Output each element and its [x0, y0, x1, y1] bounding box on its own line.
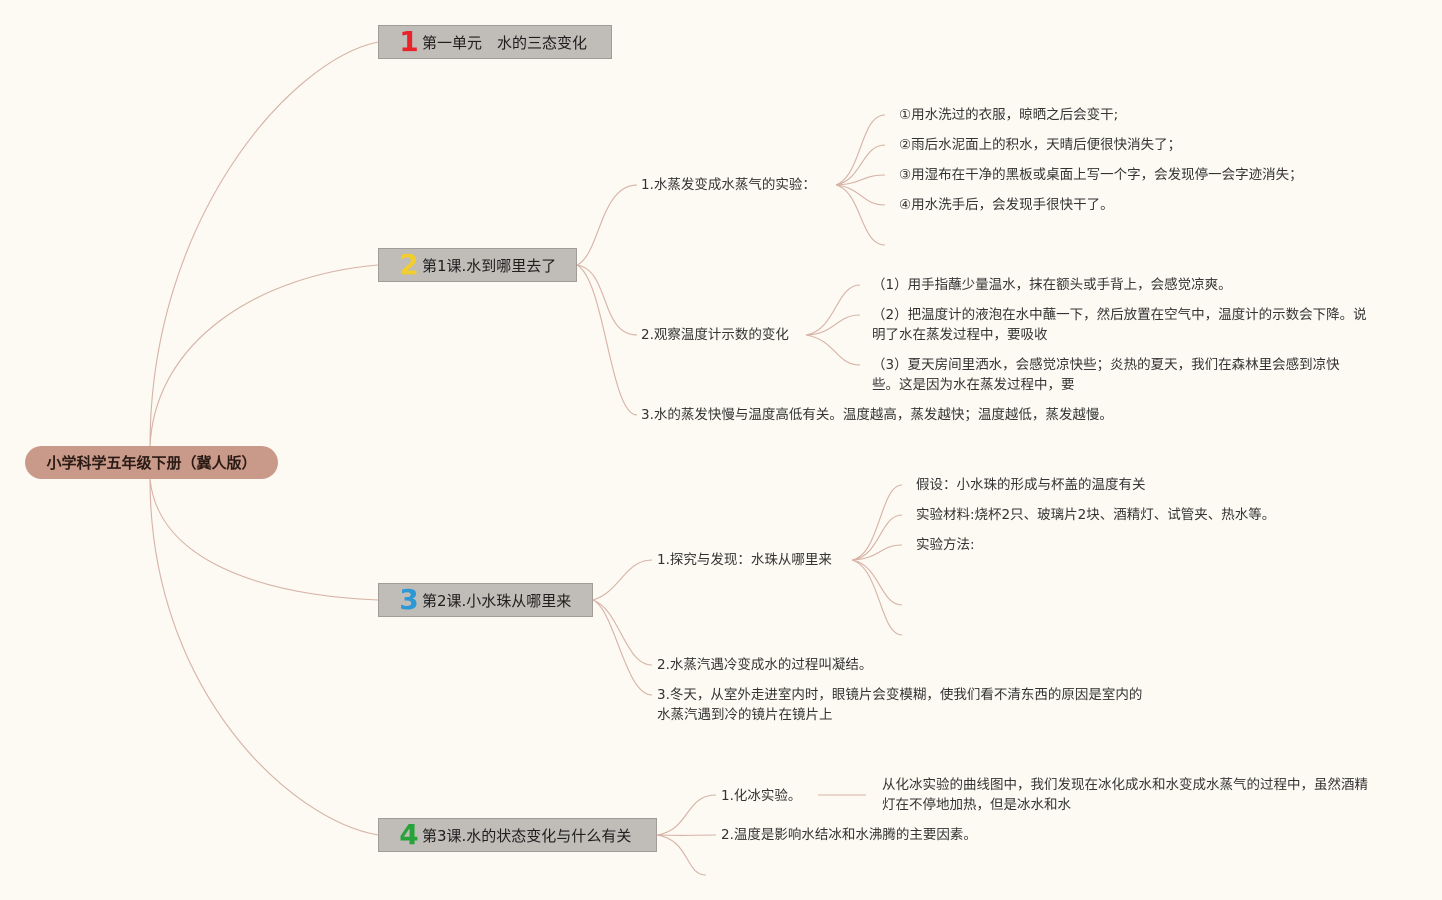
unit-node-3[interactable]: 3 第2课.小水珠从哪里来: [378, 583, 593, 617]
lesson2-topic-1-item[interactable]: 实验材料:烧杯2只、玻璃片2块、酒精灯、试管夹、热水等。: [916, 507, 1276, 523]
lesson1-topic-1-item[interactable]: ①用水洗过的衣服，晾晒之后会变干;: [899, 107, 1119, 123]
unit-label: 第一单元 水的三态变化: [422, 33, 588, 52]
number-4-icon: 4: [399, 818, 419, 851]
lesson3-topic-2[interactable]: 2.温度是影响水结冰和水沸腾的主要因素。: [721, 827, 977, 843]
lesson1-topic-2-item[interactable]: （2）把温度计的液泡在水中蘸一下，然后放置在空气中，温度计的示数会下降。说明了水…: [872, 307, 1367, 343]
lesson1-topic-3[interactable]: 3.水的蒸发快慢与温度高低有关。温度越高，蒸发越快；温度越低，蒸发越慢。: [641, 407, 1113, 423]
lesson2-topic-3[interactable]: 3.冬天，从室外走进室内时，眼镜片会变模糊，使我们看不清东西的原因是室内的水蒸汽…: [657, 687, 1143, 723]
lesson1-topic-2-item[interactable]: （1）用手指蘸少量温水，抹在额头或手背上，会感觉凉爽。: [872, 277, 1232, 293]
unit-node-4[interactable]: 4 第3课.水的状态变化与什么有关: [378, 818, 657, 852]
lesson1-topic-1[interactable]: 1.水蒸发变成水蒸气的实验：: [641, 177, 816, 193]
lesson3-topic-1-detail[interactable]: 从化冰实验的曲线图中，我们发现在冰化成水和水变成水蒸气的过程中，虽然酒精灯在不停…: [882, 777, 1368, 813]
unit-label: 第1课.水到哪里去了: [422, 256, 557, 275]
unit-label: 第3课.水的状态变化与什么有关: [422, 826, 632, 845]
lesson3-topic-1[interactable]: 1.化冰实验。: [721, 788, 802, 804]
lesson2-topic-1-item[interactable]: 假设：小水珠的形成与杯盖的温度有关: [916, 477, 1146, 493]
unit-label: 第2课.小水珠从哪里来: [422, 591, 572, 610]
number-2-icon: 2: [399, 248, 419, 281]
lesson1-topic-1-item[interactable]: ②雨后水泥面上的积水，天晴后便很快消失了；: [899, 137, 1182, 153]
lesson1-topic-1-item[interactable]: ④用水洗手后，会发现手很快干了。: [899, 197, 1114, 213]
lesson2-topic-1-item[interactable]: 实验方法:: [916, 537, 975, 553]
root-label: 小学科学五年级下册（冀人版）: [46, 454, 257, 472]
unit-node-2[interactable]: 2 第1课.水到哪里去了: [378, 248, 577, 282]
number-1-icon: 1: [399, 25, 419, 58]
root-node[interactable]: 小学科学五年级下册（冀人版）: [25, 446, 278, 479]
unit-node-1[interactable]: 1 第一单元 水的三态变化: [378, 25, 612, 59]
number-3-icon: 3: [399, 583, 419, 616]
lesson1-topic-1-item[interactable]: ③用湿布在干净的黑板或桌面上写一个字，会发现停一会字迹消失；: [899, 167, 1303, 183]
lesson2-topic-2[interactable]: 2.水蒸汽遇冷变成水的过程叫凝结。: [657, 657, 873, 673]
lesson1-topic-2-item[interactable]: （3）夏天房间里洒水，会感觉凉快些；炎热的夏天，我们在森林里会感到凉快些。这是因…: [872, 357, 1340, 393]
lesson1-topic-2[interactable]: 2.观察温度计示数的变化: [641, 327, 789, 343]
lesson2-topic-1[interactable]: 1.探究与发现：水珠从哪里来: [657, 552, 832, 568]
